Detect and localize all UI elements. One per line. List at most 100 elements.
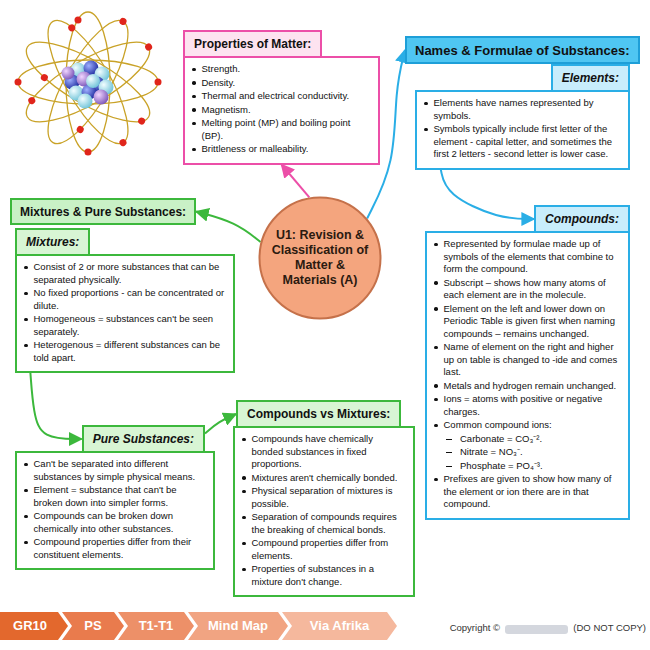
list-item: Common compound ions: — [434, 419, 621, 432]
box-body: Can't be separated into different substa… — [15, 451, 215, 570]
nucleus — [62, 61, 114, 109]
orbit — [16, 28, 159, 136]
list-item: Carbonate = CO₃⁻². — [434, 433, 621, 446]
list-item: Compounds have chemically bonded substan… — [242, 433, 406, 471]
bullet-text: No fixed proportions - can be concentrat… — [34, 287, 227, 312]
particle — [94, 90, 109, 105]
list-item: Compounds can be broken down chemically … — [24, 510, 206, 535]
bullet-text: Separation of compounds requires the bre… — [252, 511, 407, 536]
list-item: Prefixes are given to show how many of t… — [434, 473, 621, 511]
electrons — [15, 17, 162, 156]
bullet-mark — [192, 148, 196, 152]
central-circle: U1: Revision & Classification of Matter … — [258, 196, 382, 320]
bullet-mark — [242, 568, 246, 572]
list-item: Metals and hydrogen remain unchanged. — [434, 380, 621, 393]
box-body: Consist of 2 or more substances that can… — [15, 254, 235, 373]
box-heading: Elements: — [551, 64, 630, 92]
bullet-text: Nitrate = NO₃⁻. — [460, 446, 523, 459]
elements-box: Elements: Elements have names represented… — [415, 64, 630, 170]
list-item: Nitrate = NO₃⁻. — [434, 446, 621, 459]
list-item: Compound properties differ from elements… — [242, 537, 406, 562]
properties-box: Properties of Matter:Strength.Density.Th… — [183, 30, 380, 165]
bullet-mark — [242, 490, 246, 494]
mixtures-box: Mixtures:Consist of 2 or more substances… — [15, 228, 235, 373]
bullet-mark — [434, 424, 438, 428]
bullet-text: Density. — [202, 77, 236, 90]
box-body: Elements have names represented by symbo… — [415, 90, 630, 170]
chevron-text: T1-T1 — [118, 612, 194, 640]
chevron-text: PS — [62, 612, 124, 640]
electron — [75, 17, 82, 24]
bullet-mark — [24, 489, 28, 493]
list-item: Consist of 2 or more substances that can… — [24, 261, 226, 286]
bullet-mark — [446, 452, 452, 453]
bullet-text: Properties of substances in a mixture do… — [252, 563, 407, 588]
bullet-mark — [434, 398, 438, 402]
bullet-mark — [424, 128, 428, 132]
orbits — [16, 10, 159, 153]
chevron-fill — [0, 612, 68, 640]
electron — [137, 116, 147, 126]
list-item: Magnetism. — [192, 104, 371, 117]
list-item: Compound properties differ from their co… — [24, 536, 206, 561]
electron — [144, 42, 154, 52]
footer-chevron: T1-T1 — [118, 612, 194, 640]
chevron-fill — [118, 612, 194, 640]
bullet-text: Elements have names represented by symbo… — [434, 97, 622, 122]
bullet-mark — [242, 476, 246, 480]
list-item: Density. — [192, 77, 371, 90]
bullet-text: Subscript – shows how many atoms of each… — [444, 277, 622, 302]
bullet-mark — [24, 515, 28, 519]
bullet-mark — [192, 68, 196, 72]
list-item: Homogeneous = substances can't be seen s… — [24, 313, 226, 338]
bullet-mark — [192, 95, 196, 99]
bullet-mark — [24, 266, 28, 270]
heading-text: Mixtures & Pure Substances: — [20, 205, 186, 219]
chevron-text: Mind Map — [188, 612, 288, 640]
list-item: Heterogenous = different substances can … — [24, 339, 226, 364]
electron — [67, 23, 77, 33]
list-item: Mixtures aren't chemically bonded. — [242, 472, 406, 485]
bullet-mark — [424, 102, 428, 106]
bullet-mark — [242, 438, 246, 442]
bullet-text: Compound properties differ from elements… — [252, 537, 407, 562]
list-item: Properties of substances in a mixture do… — [242, 563, 406, 588]
bullet-mark — [24, 541, 28, 545]
bullet-text: Strength. — [202, 63, 241, 76]
box-body: Strength.Density.Thermal and electrical … — [183, 56, 380, 165]
bullet-text: Ions = atoms with positive or negative c… — [444, 393, 622, 418]
chevron-text: GR10 — [0, 612, 68, 640]
footer-chevron: Mind Map — [188, 612, 288, 640]
bullet-mark — [434, 478, 438, 482]
list-item: Element = substance that can't be broken… — [24, 484, 206, 509]
bullet-text: Compounds have chemically bonded substan… — [252, 433, 407, 471]
bullet-mark — [446, 439, 452, 440]
bullet-text: Represented by formulae made up of symbo… — [444, 238, 622, 276]
list-item: Thermal and electrical conductivity. — [192, 90, 371, 103]
list-item: Elements have names represented by symbo… — [424, 97, 621, 122]
circle-shape — [260, 198, 381, 319]
list-item: Symbols typically include first letter o… — [424, 123, 621, 161]
copyright-note: Copyright © — [450, 622, 500, 633]
connector-arrow — [441, 170, 534, 220]
box-heading: Compounds vs Mixtures: — [236, 400, 401, 428]
footer-chevron: Via Afrika — [282, 612, 397, 640]
bullet-text: Element = substance that can't be broken… — [34, 484, 207, 509]
electron — [118, 138, 128, 148]
electron — [15, 79, 22, 86]
bullet-text: Melting point (MP) and boiling point (BP… — [202, 117, 372, 142]
blurred-url — [505, 625, 568, 634]
electron — [27, 96, 37, 106]
bullet-text: Element on the left and lower down on Pe… — [444, 303, 622, 341]
bullet-mark — [434, 307, 438, 311]
bullet-text: Magnetism. — [202, 104, 251, 117]
compounds-box: Compounds:Represented by formulae made u… — [425, 205, 630, 520]
chevron-fill — [62, 612, 124, 640]
footer-chevron: GR10 — [0, 612, 68, 640]
bullet-text: Prefixes are given to show how many of t… — [444, 473, 622, 511]
bullet-text: Metals and hydrogen remain unchanged. — [444, 380, 617, 393]
central-title: U1: Revision & Classification of Matter … — [268, 228, 372, 288]
particle — [62, 67, 75, 80]
bullet-mark — [24, 318, 28, 322]
